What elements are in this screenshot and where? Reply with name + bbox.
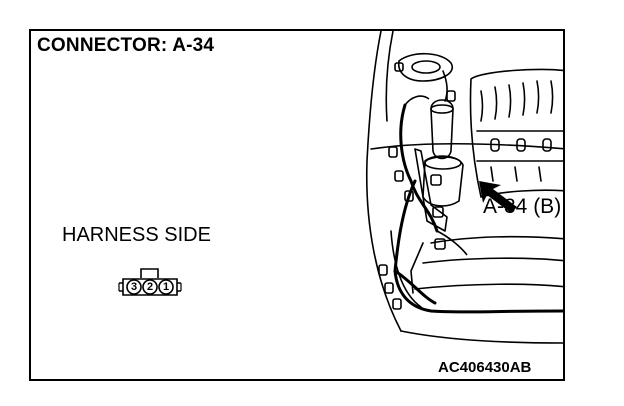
figure-code: AC406430AB: [438, 359, 532, 376]
connector-callout-label: A-34 (B): [483, 195, 562, 218]
connector-outline: [118, 268, 182, 296]
harness-side-label: HARNESS SIDE: [62, 224, 211, 246]
connector-symbol: 3 2 1: [117, 266, 183, 300]
connector-pin: 2: [146, 281, 154, 293]
connector-pin: 3: [130, 281, 138, 293]
engine-bay-illustration: [365, 31, 563, 344]
pointer-arrow: [479, 181, 517, 213]
diagram-frame: CONNECTOR: A-34 HARNESS SIDE 3 2 1: [29, 29, 565, 381]
diagram-title: CONNECTOR: A-34: [37, 35, 215, 56]
connector-pin: 1: [162, 281, 170, 293]
